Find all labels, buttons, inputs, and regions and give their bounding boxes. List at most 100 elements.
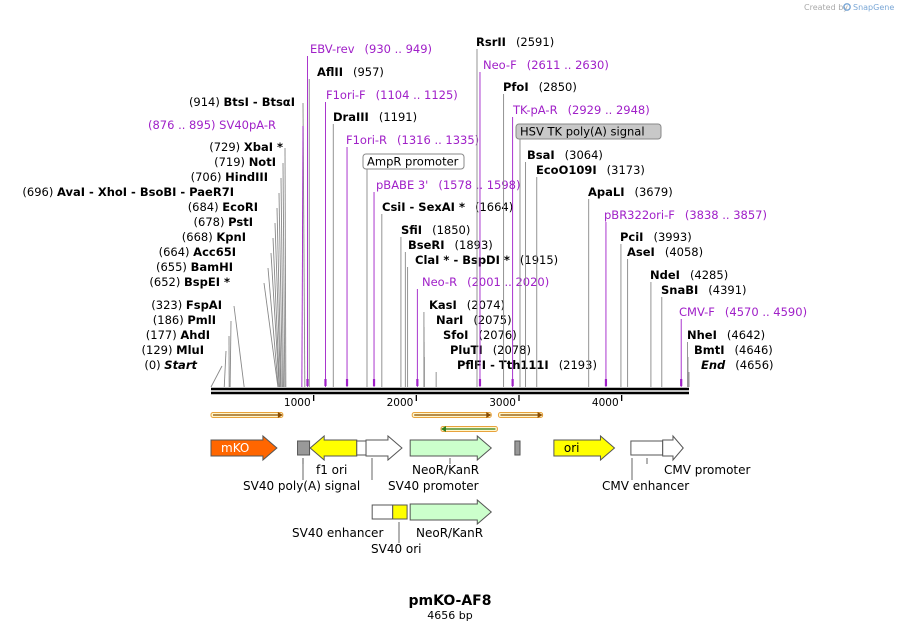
ruler-tick-label: 1000 [284,397,311,409]
site-position: (186) [153,313,188,327]
site-label: RsrII(2591) [476,35,554,49]
site-tk-pa-r: TK-pA-R(2929 .. 2948) [511,103,650,387]
feature-label-text: f1 ori [316,463,347,477]
feature-arrow [662,434,684,462]
site-cmv-f: CMV-F(4570 .. 4590) [679,305,807,387]
site-name: EcoRI [222,200,258,214]
feature-mko: mKO [210,434,278,462]
site-bseri: BseRI(1893) [404,238,493,387]
site-position: (4285) [690,268,728,282]
site-avai-xhoi-bsobi-paer7i: (696) AvaI - XhoI - BsoBI - PaeR7I [22,185,283,388]
site-name: PluTI [450,343,483,357]
feature-label-text: SV40 ori [371,542,422,556]
site-nari: NarI(2075) [423,313,512,387]
site-name: ClaI * - BspDI * [415,253,510,267]
site-name: ApaLI [588,185,625,199]
feature-label-neor-kanr: NeoR/KanR [412,458,479,477]
orf-arrowhead [537,412,543,418]
site-clai-bspdi: ClaI * - BspDI *(1915) [407,253,558,387]
orf-arrowhead [440,426,446,432]
site-position: (2074) [467,298,505,312]
site-label: AflII(957) [317,65,384,79]
site-position: (0) [144,358,164,372]
site-position: (1664) [475,200,513,214]
site-name: BmtI [694,343,725,357]
boxed-feature-labels: AmpR promoter HSV TK poly(A) signal [362,123,662,387]
site-leader-line [280,177,284,388]
feature-label-text: CMV promoter [664,463,751,477]
site-name: BamHI [191,260,233,274]
site-label: (323) FspAI [151,298,222,312]
boxed-label-hsv-tk-poly-a-signal: HSV TK poly(A) signal [515,123,662,387]
site-label: (668) KpnI [182,230,246,244]
site-name: KpnI [216,230,246,244]
site-end: End(4656) [688,358,774,387]
site-rsrii: RsrII(2591) [476,35,554,387]
site-label: ApaLI(3679) [588,185,673,199]
site-label: EcoO109I(3173) [536,163,645,177]
feature-arrow [365,434,403,462]
site-ecori: (684) EcoRI [188,200,282,388]
site-name: AseI [627,245,655,259]
site-label: SfiI(1850) [401,223,470,237]
site-f1ori-r: F1ori-R(1316 .. 1335) [345,133,479,387]
site-position: (2075) [473,313,511,327]
site-position: (2193) [559,358,597,372]
feature-label-f1-ori: f1 ori [302,458,347,477]
site-name: PstI [228,215,253,229]
feature-box [371,504,394,520]
site-name: FspAI [186,298,222,312]
feature-arrow [309,434,358,462]
site-label: (914) BtsI - BtsαI [189,95,295,109]
site-position: (1850) [432,223,470,237]
site-position: (729) [209,140,244,154]
site-name: BsaI [527,148,555,162]
feature-label-sv40-ori: SV40 ori [371,522,422,556]
orf-arrow [411,412,492,418]
ruler-tick-label: 2000 [387,397,414,409]
feature-box [630,440,664,456]
site-label: NarI(2075) [436,313,512,327]
site-pbr322ori-f: pBR322ori-F(3838 .. 3857) [604,208,767,387]
site-label: PfoI(2850) [503,80,577,94]
site-position: (177) [146,328,181,342]
site-leader-line [267,267,279,388]
site-label: F1ori-R(1316 .. 1335) [346,133,479,147]
site-position: (1104 .. 1125) [376,88,458,102]
site-label: PflFI - Tth111I(2193) [457,358,597,372]
site-position: (323) [151,298,186,312]
boxed-label-text: AmpR promoter [367,155,459,169]
feature-box [297,440,311,456]
feature-inline-label: mKO [221,441,249,455]
site-position: (3173) [607,163,645,177]
feature-ori: ori [553,434,616,462]
site-position: (1578 .. 1598) [438,178,520,192]
feature-arrow [365,434,403,462]
site-position: (684) [188,200,223,214]
site-name: AflII [317,65,343,79]
ruler-tick-label: 4000 [592,397,619,409]
site-position: (706) [191,170,226,184]
site-position: (652) [149,275,184,289]
site-position: (2591) [516,35,554,49]
site-name: DraIII [333,110,369,124]
site-label: (684) EcoRI [188,200,258,214]
site-leader-line [282,162,286,388]
feature-label-sv40-enhancer: SV40 enhancer [292,526,383,540]
site-xbai: (729) XbaI * [209,140,287,388]
site-position: (2929 .. 2948) [568,103,650,117]
site-position: (2001 .. 2020) [467,275,549,289]
restriction-sites: (0) Start(129) MluI(177) AhdI(186) PmlI(… [22,35,807,388]
feature-arrow [409,498,493,526]
site-label: PluTI(2078) [450,343,531,357]
site-leader-line [233,305,245,388]
feature-label-sv40-poly-a-signal: SV40 poly(A) signal [243,458,360,493]
site-position: (4646) [735,343,773,357]
plasmid-title: pmKO-AF8 [409,593,492,609]
site-bamhi: (655) BamHI [156,260,279,388]
site-label: ClaI * - BspDI *(1915) [415,253,558,267]
site-label: SnaBI(4391) [661,283,747,297]
site-position: (668) [182,230,217,244]
